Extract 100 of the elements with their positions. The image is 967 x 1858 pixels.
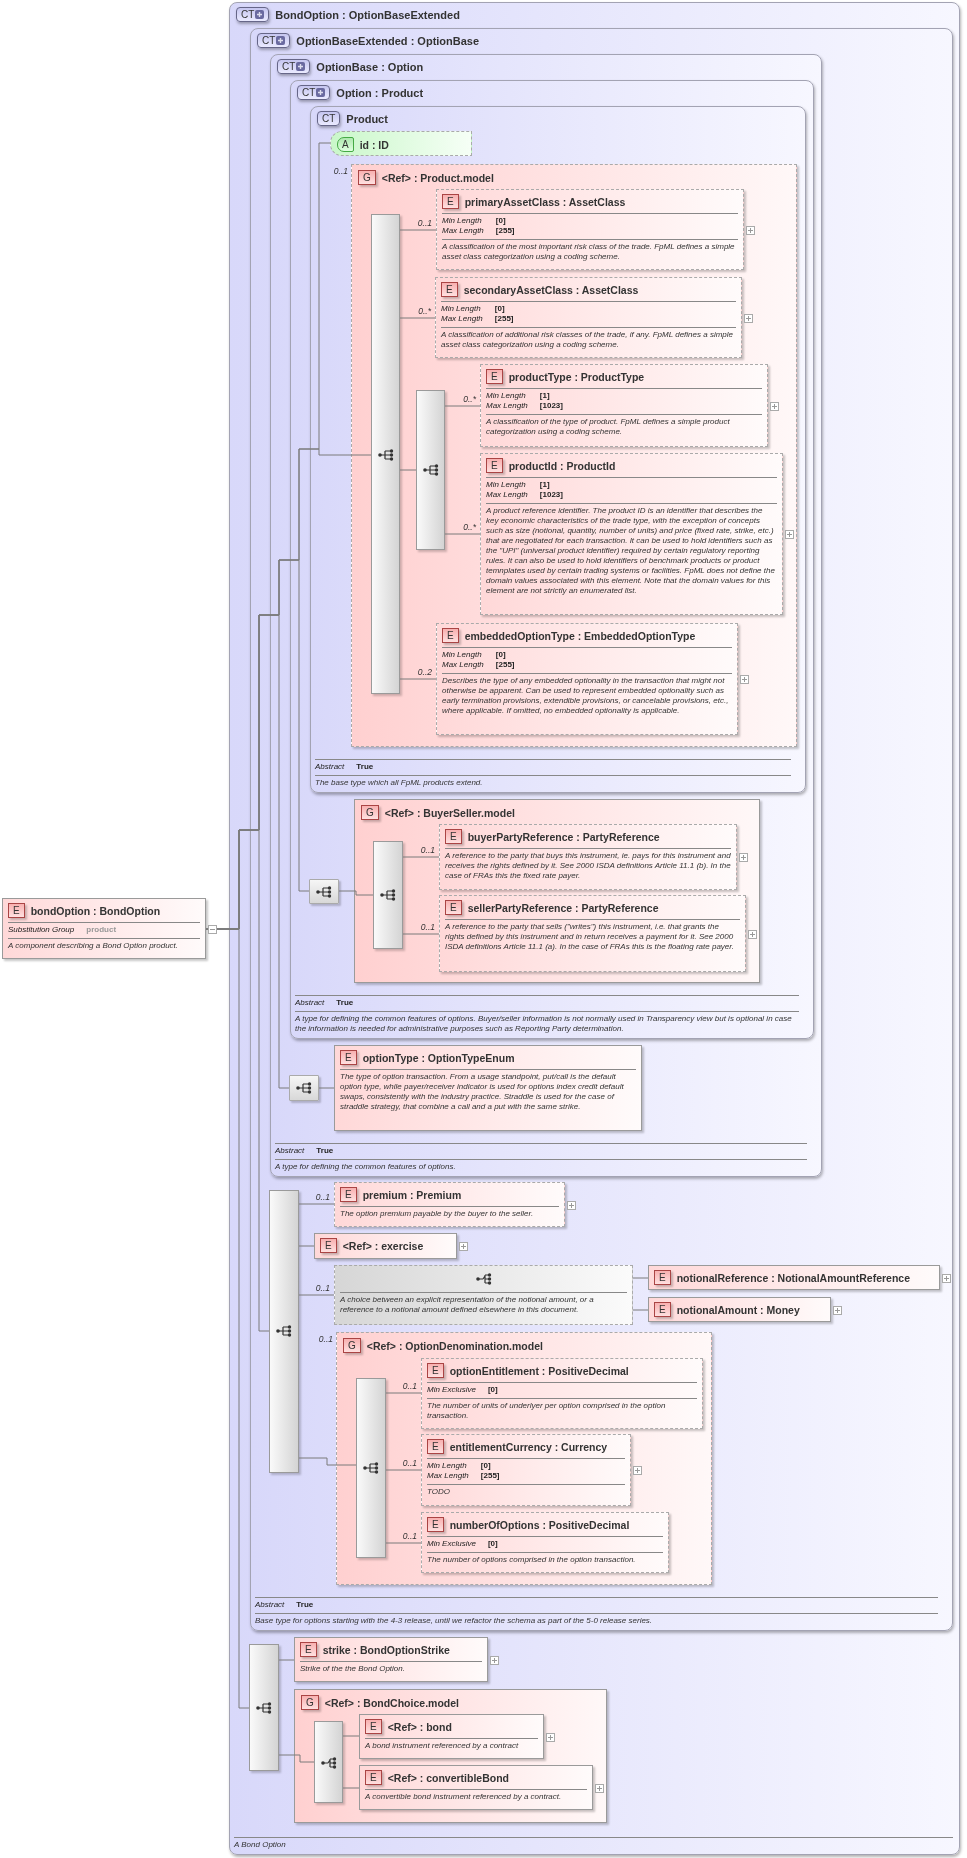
facet-value: [0] [480,1461,492,1471]
documentation-text: A convertible bond instrument referenced by a contract. [365,1789,587,1802]
connector-line [399,317,436,319]
facet-name: Min Length [486,391,527,401]
facet-name: Min Length [486,480,527,490]
connector-line [399,678,437,680]
documentation-text: The number of units of underlyer per option comprised in the option transaction. [427,1398,697,1421]
facet-value: [1023] [539,401,564,411]
connector-line [632,1309,649,1311]
element-name: <Ref> : BondChoice.model [324,1696,459,1709]
element-name: productType : ProductType [508,370,645,383]
sequence-bar [356,1378,386,1558]
documentation-text: Describes the type of any embedded optionality in the transaction that might not otherwise be apparent. Can be used to represent embedded optionality such as early termination provisions, extendible provisions, or cancelable provisions, etc., where applicable. If omitted, no embedded optionality is applicable. [442,673,732,716]
sequence-bar [269,1190,299,1473]
facet-name: Max Length [442,226,484,236]
element-name: optionEntitlement : PositiveDecimal [449,1364,629,1377]
documentation-text: A component describing a Bond Option product. [8,938,200,951]
occurrence-label: 0..1 [333,166,348,176]
connector-line [298,1203,335,1205]
element-name: <Ref> : BuyerSeller.model [384,806,515,819]
connector-line [278,1659,295,1661]
facet-name: Abstract [255,1600,285,1610]
facet-value: True [296,1600,315,1610]
edge-label: 0..* [463,522,476,532]
connector-line [402,933,440,935]
edge-label: 0..* [418,306,431,316]
element-name: numberOfOptions : PositiveDecimal [449,1518,630,1531]
edge-label: 0..1 [402,1531,417,1541]
facet-name: Min Length [442,216,483,226]
type-name: Product [346,112,388,125]
element-badge: E [340,1187,357,1202]
connector-line [298,1457,357,1466]
facet-name: Max Length [427,1471,469,1481]
connector-line [399,229,437,231]
element-name: <Ref> : bond [387,1720,452,1733]
element-badge: E [427,1439,444,1454]
element-name: strike : BondOptionStrike [322,1643,450,1656]
facet-name: Abstract [295,998,325,1008]
element-badge: E [445,900,462,915]
element-name: bondOption : BondOption [30,904,161,917]
sequence-bar [373,841,403,949]
documentation-text: A type for defining the common features of options. Buyer/seller information is not normally used in Transparency view but is optional in case the information is needed for administrative purposes such as Reporting Party determination. [295,1011,799,1034]
documentation-text: The base type which all FpML products extend. [315,775,791,788]
element-name: <Ref> : convertibleBond [387,1771,510,1784]
documentation-text: A type for defining the common features of options. [275,1159,807,1172]
element-badge: E [442,194,459,209]
element-badge: E [340,1050,357,1065]
badge-letters: CT [241,8,255,21]
facet-name: Abstract [275,1146,305,1156]
element-name: sellerPartyReference : PartyReference [467,901,659,914]
group-badge: G [301,1695,319,1710]
choice-bar [314,1721,343,1803]
edge-label: 0..1 [315,1283,330,1293]
facet-value: True [336,998,355,1008]
connector-line [385,1469,422,1471]
facet-value: [255] [495,660,516,670]
edge-label: 0..1 [420,922,435,932]
connector-line [444,533,481,535]
element-badge: E [486,458,503,473]
documentation-text: A product reference identifier. The product ID is an identifier that describes the key economic characteristics of the trade type, with the exception of concepts such as size (notional, quantity, number of units) and price (fixed rate, strike, etc.) that are negotiated for each transaction. It can be used to hold identifiers such as the "UPI" (universal product identifier) required by certain regulatory reporting rules. It can also be used to hold identifiers of benchmark products or product temnplates used by certain trading systems or facilities. FpML does not define the domain values associated with this element. Note that the domain values for this element are not strictly an enumerated list. [486,503,777,596]
documentation-text: A classification of the most important risk class of the trade. FpML defines a simple asset class categorization using a coding scheme. [442,239,738,262]
complex-type-box [250,28,953,1631]
element-badge: E [320,1238,337,1253]
documentation-text: The number of options comprised in the option transaction. [427,1552,663,1565]
element-name: premium : Premium [362,1188,462,1201]
element-box [421,1358,703,1429]
documentation-text: A classification of the type of product. FpML defines a simple product categorization using a coding scheme. [486,414,762,437]
element-badge: E [654,1270,671,1285]
badge-letters: CT [282,60,296,73]
facet-value: [1] [539,391,551,401]
edge-label: 0..1 [315,1192,330,1202]
element-badge: E [8,903,25,918]
element-name: productId : ProductId [508,459,616,472]
element-badge: E [442,628,459,643]
facet-value: [0] [487,1385,499,1395]
edge-label: 0..2 [417,667,432,677]
type-badge: CT [317,111,341,126]
type-name: BondOption : OptionBaseExtended [275,8,460,21]
group-box [354,799,760,983]
documentation-text: The option premium payable by the buyer to the seller. [340,1206,559,1219]
element-badge: E [300,1642,317,1657]
connector-line [342,1787,360,1789]
complex-type-box [229,2,960,1855]
badge-letters: CT [262,34,276,47]
element-name: id : ID [359,138,389,151]
documentation-text: A classification of additional risk classes of the trade, if any. FpML defines a simple asset class categorization using a coding scheme. [441,327,736,350]
facet-value: [255] [480,1471,501,1481]
facet-name: Min Exclusive [427,1385,476,1395]
type-name: OptionBaseExtended : OptionBase [296,34,480,47]
connector-line [632,1277,649,1279]
documentation-text: Strike of the the Bond Option. [300,1661,482,1674]
connector-line [399,469,417,471]
facet-value: [0] [495,650,507,660]
group-box [294,1689,607,1823]
group-badge: G [343,1338,361,1353]
sequence-box [309,879,339,904]
facet-value: [1] [539,480,551,490]
element-badge: E [365,1719,382,1734]
occurrence-label: 0..1 [318,1334,333,1344]
element-box [334,1045,642,1131]
